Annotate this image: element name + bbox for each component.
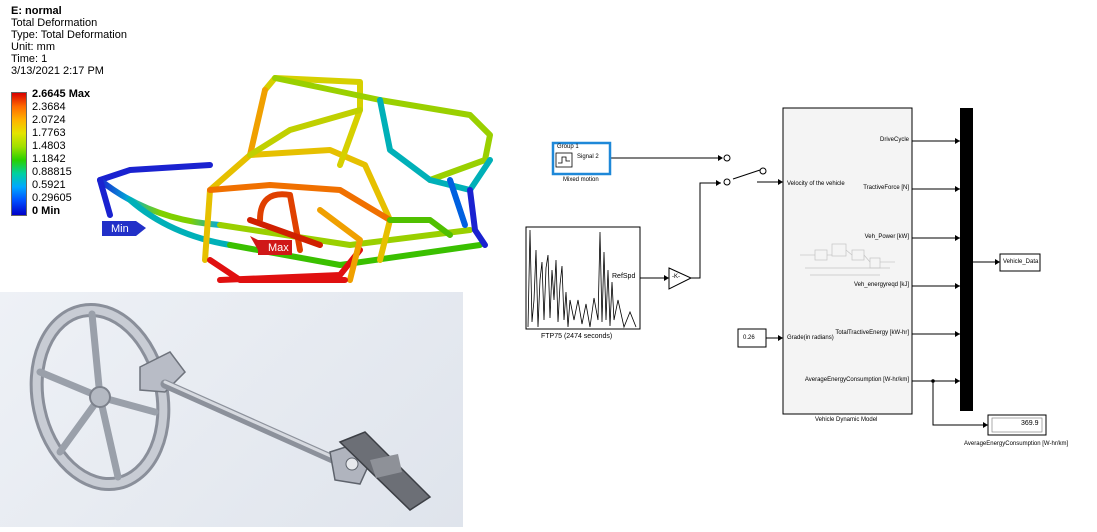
ftp75-from-workspace-block[interactable]: [525, 226, 641, 330]
output-drivecycle: DriveCycle: [879, 137, 909, 143]
gain-block[interactable]: [668, 267, 693, 290]
subsystem-preview: [800, 243, 895, 276]
min-marker: [102, 221, 146, 236]
result-date: 3/13/2021 2:17 PM: [11, 65, 104, 77]
roll-cage-model[interactable]: [90, 70, 500, 295]
display-value: 369.9: [1021, 420, 1039, 427]
vehicle-data-to-workspace[interactable]: [999, 253, 1041, 272]
legend-value: 0.5921: [32, 179, 66, 191]
input-grade-label: Grade(in radians): [787, 335, 834, 341]
vehicle-data-label: Vehicle_Data: [1003, 259, 1039, 265]
constant-block[interactable]: [737, 328, 767, 348]
legend-value: 1.4803: [32, 140, 66, 152]
vehicle-dynamic-model-block[interactable]: [782, 107, 913, 415]
max-marker: [250, 236, 292, 255]
steering-assembly-model: [29, 302, 432, 511]
result-type: Type: Total Deformation: [11, 29, 127, 41]
legend-value: 0.29605: [32, 192, 72, 204]
signal-builder-block[interactable]: [551, 141, 612, 176]
output-veh-energy: Veh_energyreqd [kJ]: [853, 282, 909, 288]
legend-value: 0.88815: [32, 166, 72, 178]
display-caption: AverageEnergyConsumption [W-hr/km]: [964, 441, 1069, 447]
legend-min: 0 Min: [32, 205, 61, 217]
vehicle-model-caption: Vehicle Dynamic Model: [815, 417, 878, 423]
steering-model-viewport[interactable]: [0, 292, 463, 527]
result-time: Time: 1: [11, 53, 48, 65]
result-title: E: normal: [11, 5, 62, 17]
ftp-port-label: RefSpd: [612, 273, 636, 280]
output-average-energy: AverageEnergyConsumption [W-hr/km]: [804, 377, 909, 383]
legend-value: 1.7763: [32, 127, 66, 139]
ftp-caption: FTP75 (2474 seconds): [541, 333, 613, 340]
signal-port-label: Signal 2: [577, 154, 599, 160]
max-tag-label: Max: [268, 242, 289, 254]
min-tag-label: Min: [111, 223, 129, 235]
signal-builder-caption: Mixed motion: [563, 177, 599, 183]
legend-value: 2.0724: [32, 114, 66, 126]
output-tractive-force: TractiveForce [N]: [863, 185, 909, 191]
legend-value: 2.3684: [32, 101, 66, 113]
result-unit: Unit: mm: [11, 41, 55, 53]
constant-value: 0.26: [743, 335, 755, 341]
legend-max: 2.6645 Max: [32, 88, 91, 100]
mux-block[interactable]: [960, 108, 973, 411]
legend-color-bar: [11, 92, 27, 216]
gain-label: -K-: [672, 274, 680, 280]
output-total-tractive-energy: TotalTractiveEnergy [kW-hr]: [835, 330, 909, 336]
signal-group-label: Group 1: [557, 144, 579, 150]
input-velocity-label: Velocity of the vehicle: [787, 181, 845, 187]
result-name: Total Deformation: [11, 17, 98, 29]
legend-value: 1.1842: [32, 153, 66, 165]
output-veh-power: Veh_Power [kW]: [864, 234, 909, 240]
ansys-result-header: E: normal Total Deformation Type: Total …: [11, 5, 127, 77]
